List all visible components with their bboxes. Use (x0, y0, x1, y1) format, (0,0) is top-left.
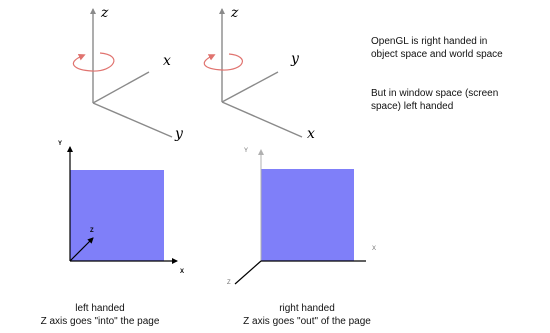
left-frame-x-label: x (163, 53, 171, 69)
right-caption-line-2: Z axis goes "out" of the page (243, 316, 371, 327)
left-frame-y-axis (92, 102, 173, 138)
note-line-1: OpenGL is right handed in (371, 36, 488, 47)
right-frame-x-axis (221, 101, 303, 138)
right-frame-y-axis (221, 71, 279, 103)
left-caption-line-1: left handed (75, 303, 125, 314)
right-window-square (261, 169, 354, 261)
left-frame-y-label: y (174, 126, 184, 142)
right-frame-y-label: y (290, 51, 300, 67)
right-window-x-label: X (372, 246, 376, 252)
left-window-diagram: Y Z X (58, 141, 184, 275)
right-window-z-label: Z (227, 280, 231, 286)
note-line-4: space) left handed (371, 101, 454, 112)
right-3d-frame: z y x (203, 5, 315, 142)
left-frame-rotation-arrow (72, 52, 115, 72)
left-caption-line-2: Z axis goes "into" the page (40, 316, 160, 327)
left-window-x-label: X (180, 269, 184, 275)
right-window-caption: right handed Z axis goes "out" of the pa… (222, 302, 392, 328)
left-window-z-label: Z (90, 228, 94, 234)
right-caption-line-1: right handed (279, 303, 335, 314)
left-window-z-axis (69, 237, 94, 262)
left-3d-frame: z x y (72, 5, 184, 142)
left-window-caption: left handed Z axis goes "into" the page (10, 302, 190, 328)
note-left-handed: But in window space (screen space) left … (371, 87, 549, 113)
right-window-diagram: Y X Z (227, 148, 376, 286)
right-frame-rotation-arrow (203, 53, 243, 71)
left-frame-x-axis (92, 71, 150, 104)
right-window-y-label: Y (244, 148, 248, 154)
note-line-3: But in window space (screen (371, 88, 499, 99)
right-frame-x-label: x (307, 126, 315, 142)
note-line-2: object space and world space (371, 49, 503, 60)
right-window-z-axis (234, 260, 262, 285)
right-frame-z-label: z (230, 5, 239, 21)
note-right-handed: OpenGL is right handed in object space a… (371, 35, 549, 61)
left-window-y-label: Y (58, 141, 62, 147)
left-frame-z-label: z (100, 5, 109, 21)
